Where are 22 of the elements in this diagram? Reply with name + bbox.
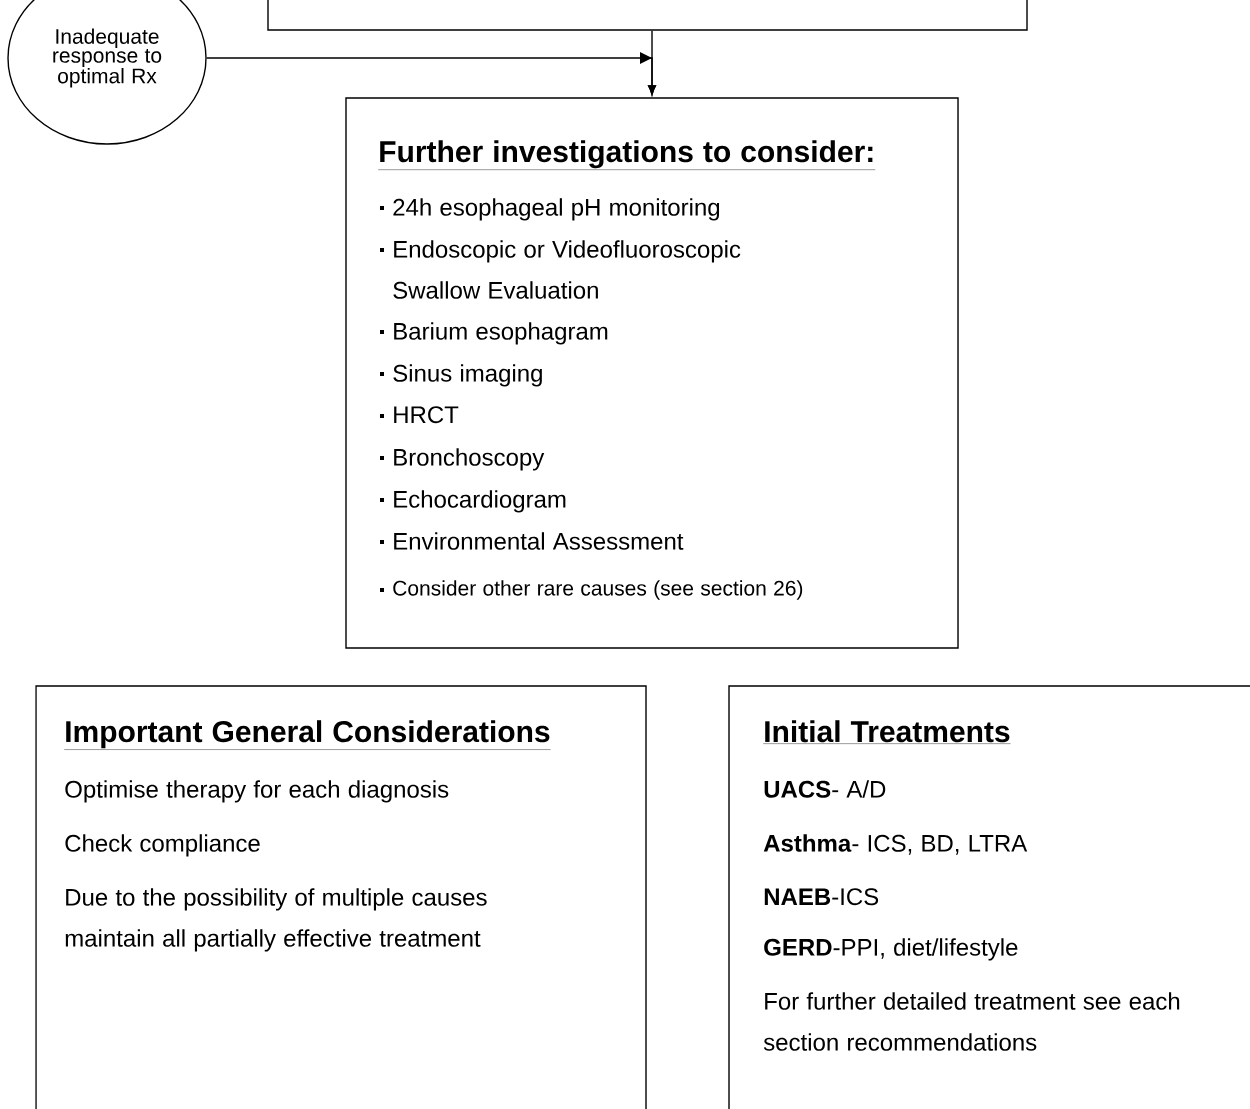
list-item: Echocardiogram xyxy=(394,490,566,513)
process-box xyxy=(267,0,1028,31)
list-item: Barium esophagram xyxy=(394,322,608,345)
list-item: Asthma- ICS, BD, LTRA xyxy=(763,834,1028,855)
list-item: Due to the possibility of multiple causes maintain all partially effective treatment xyxy=(65,888,487,952)
list-item: HRCT xyxy=(394,406,459,424)
heading: Important General Considerations xyxy=(64,720,551,750)
list-item: Optimise therapy for each diagnosis xyxy=(65,780,449,803)
heading: Initial Treatments xyxy=(763,720,1011,744)
list-item: Endoscopic or Videofluoroscopic Swallow Evaluation xyxy=(393,240,741,299)
list-item: 24h esophageal pH monitoring xyxy=(393,198,720,221)
list-item: Sinus imaging xyxy=(393,364,542,387)
list-item: For further detailed treatment see each section recommendations xyxy=(763,992,1180,1051)
list-item: NAEB-ICS xyxy=(764,888,879,906)
list-item: Consider other rare causes (see section 26) xyxy=(393,580,803,600)
list-item: UACS- A/D xyxy=(764,780,886,798)
list-item: Check compliance xyxy=(65,834,260,857)
heading: Further investigations to consider: xyxy=(378,140,876,170)
list-item: GERD-PPI, diet/lifestyle xyxy=(764,938,1018,961)
list-item: Environmental Assessment xyxy=(394,532,684,550)
arrow xyxy=(206,52,656,96)
list-item: Bronchoscopy xyxy=(394,448,545,471)
